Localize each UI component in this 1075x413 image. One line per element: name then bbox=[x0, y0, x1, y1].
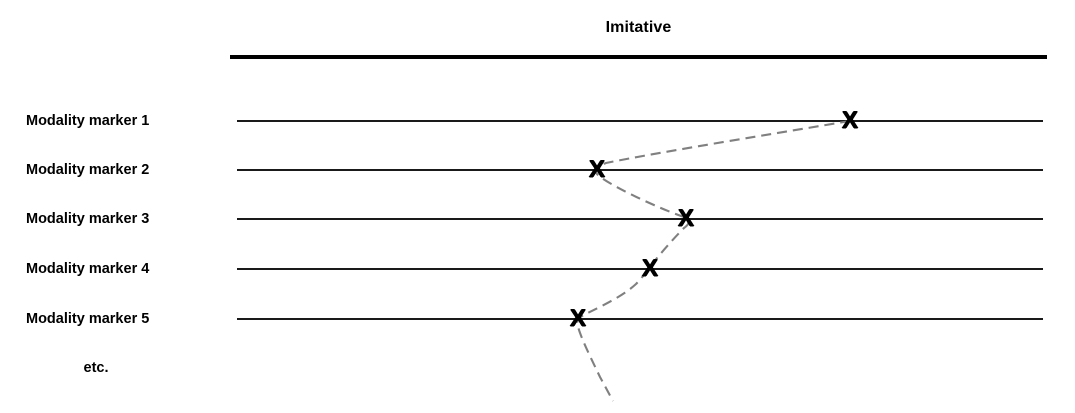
row-label-modality-marker-3: Modality marker 3 bbox=[26, 211, 150, 227]
page-title: Imitative bbox=[605, 19, 672, 36]
etc-label: etc. bbox=[83, 360, 109, 376]
row-axis-modality-marker-4 bbox=[237, 268, 1043, 270]
row-axis-modality-marker-5 bbox=[237, 318, 1043, 320]
row-axis-modality-marker-2 bbox=[237, 169, 1043, 171]
row-label-modality-marker-4: Modality marker 4 bbox=[26, 261, 150, 277]
row-label-modality-marker-1: Modality marker 1 bbox=[26, 113, 150, 129]
imitative-profile-curve bbox=[576, 119, 851, 402]
row-label-modality-marker-5: Modality marker 5 bbox=[26, 311, 150, 327]
header-divider bbox=[230, 55, 1047, 59]
row-axis-modality-marker-3 bbox=[237, 218, 1043, 220]
row-label-modality-marker-2: Modality marker 2 bbox=[26, 162, 150, 178]
row-axis-modality-marker-1 bbox=[237, 120, 1043, 122]
